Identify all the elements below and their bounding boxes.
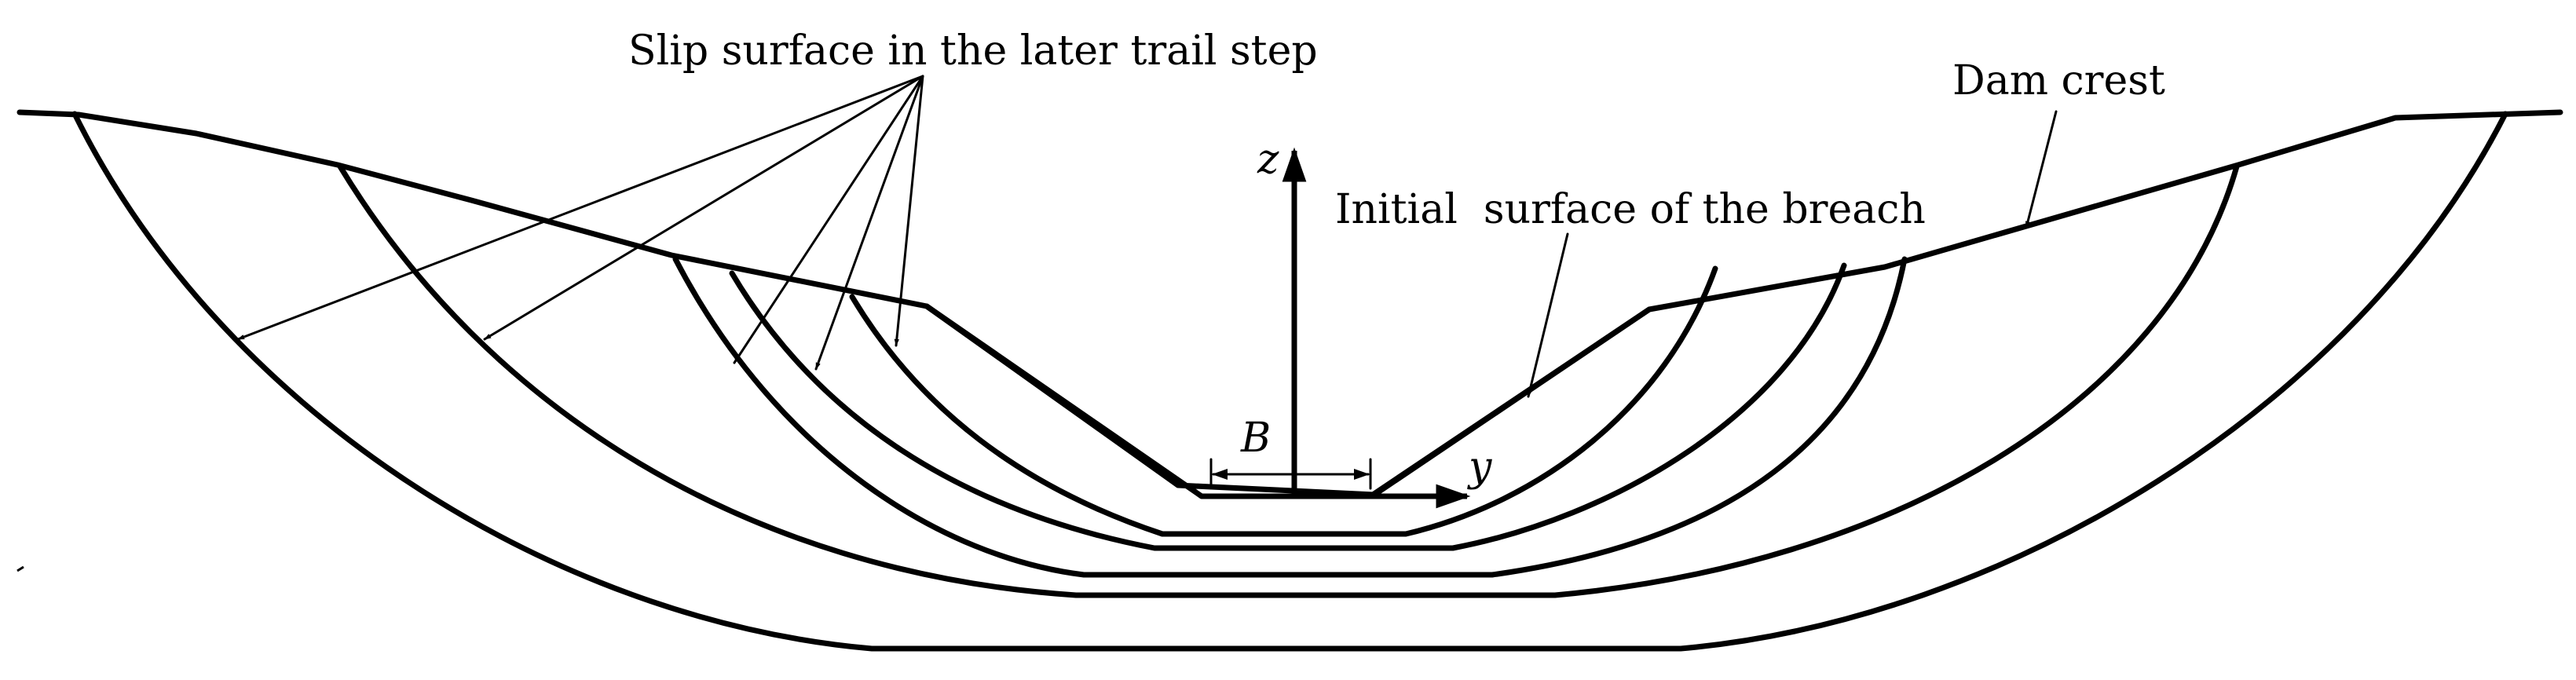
slip-label-leader-2 bbox=[483, 75, 924, 341]
slip-surface-4 bbox=[337, 163, 2240, 598]
dam-crest-leader bbox=[2025, 110, 2058, 229]
slip-label-leader-4 bbox=[814, 75, 924, 371]
slip-surface-3 bbox=[672, 256, 1908, 578]
dam-crest-surface bbox=[16, 109, 2563, 498]
slip-surface-2 bbox=[729, 262, 1847, 551]
y-axis-label: y bbox=[1467, 444, 1492, 491]
slip-label-leader-5 bbox=[894, 75, 924, 347]
width-b-label: B bbox=[1240, 415, 1271, 462]
z-axis-label: z bbox=[1257, 136, 1279, 183]
dam-crest-label: Dam crest bbox=[1952, 57, 2165, 104]
initial-surface-label: Initial surface of the breach bbox=[1335, 186, 1926, 233]
slip-surface-label: Slip surface in the later trail step bbox=[628, 27, 1318, 75]
slip-surface-1 bbox=[849, 265, 1718, 537]
stray-mark bbox=[16, 565, 24, 572]
initial-breach-surface bbox=[924, 303, 1652, 499]
slip-surface-5 bbox=[71, 111, 2508, 652]
slip-label-leader-1 bbox=[236, 75, 924, 341]
slip-label-leader-3 bbox=[733, 75, 924, 364]
initial-surface-leader bbox=[1527, 232, 1569, 398]
